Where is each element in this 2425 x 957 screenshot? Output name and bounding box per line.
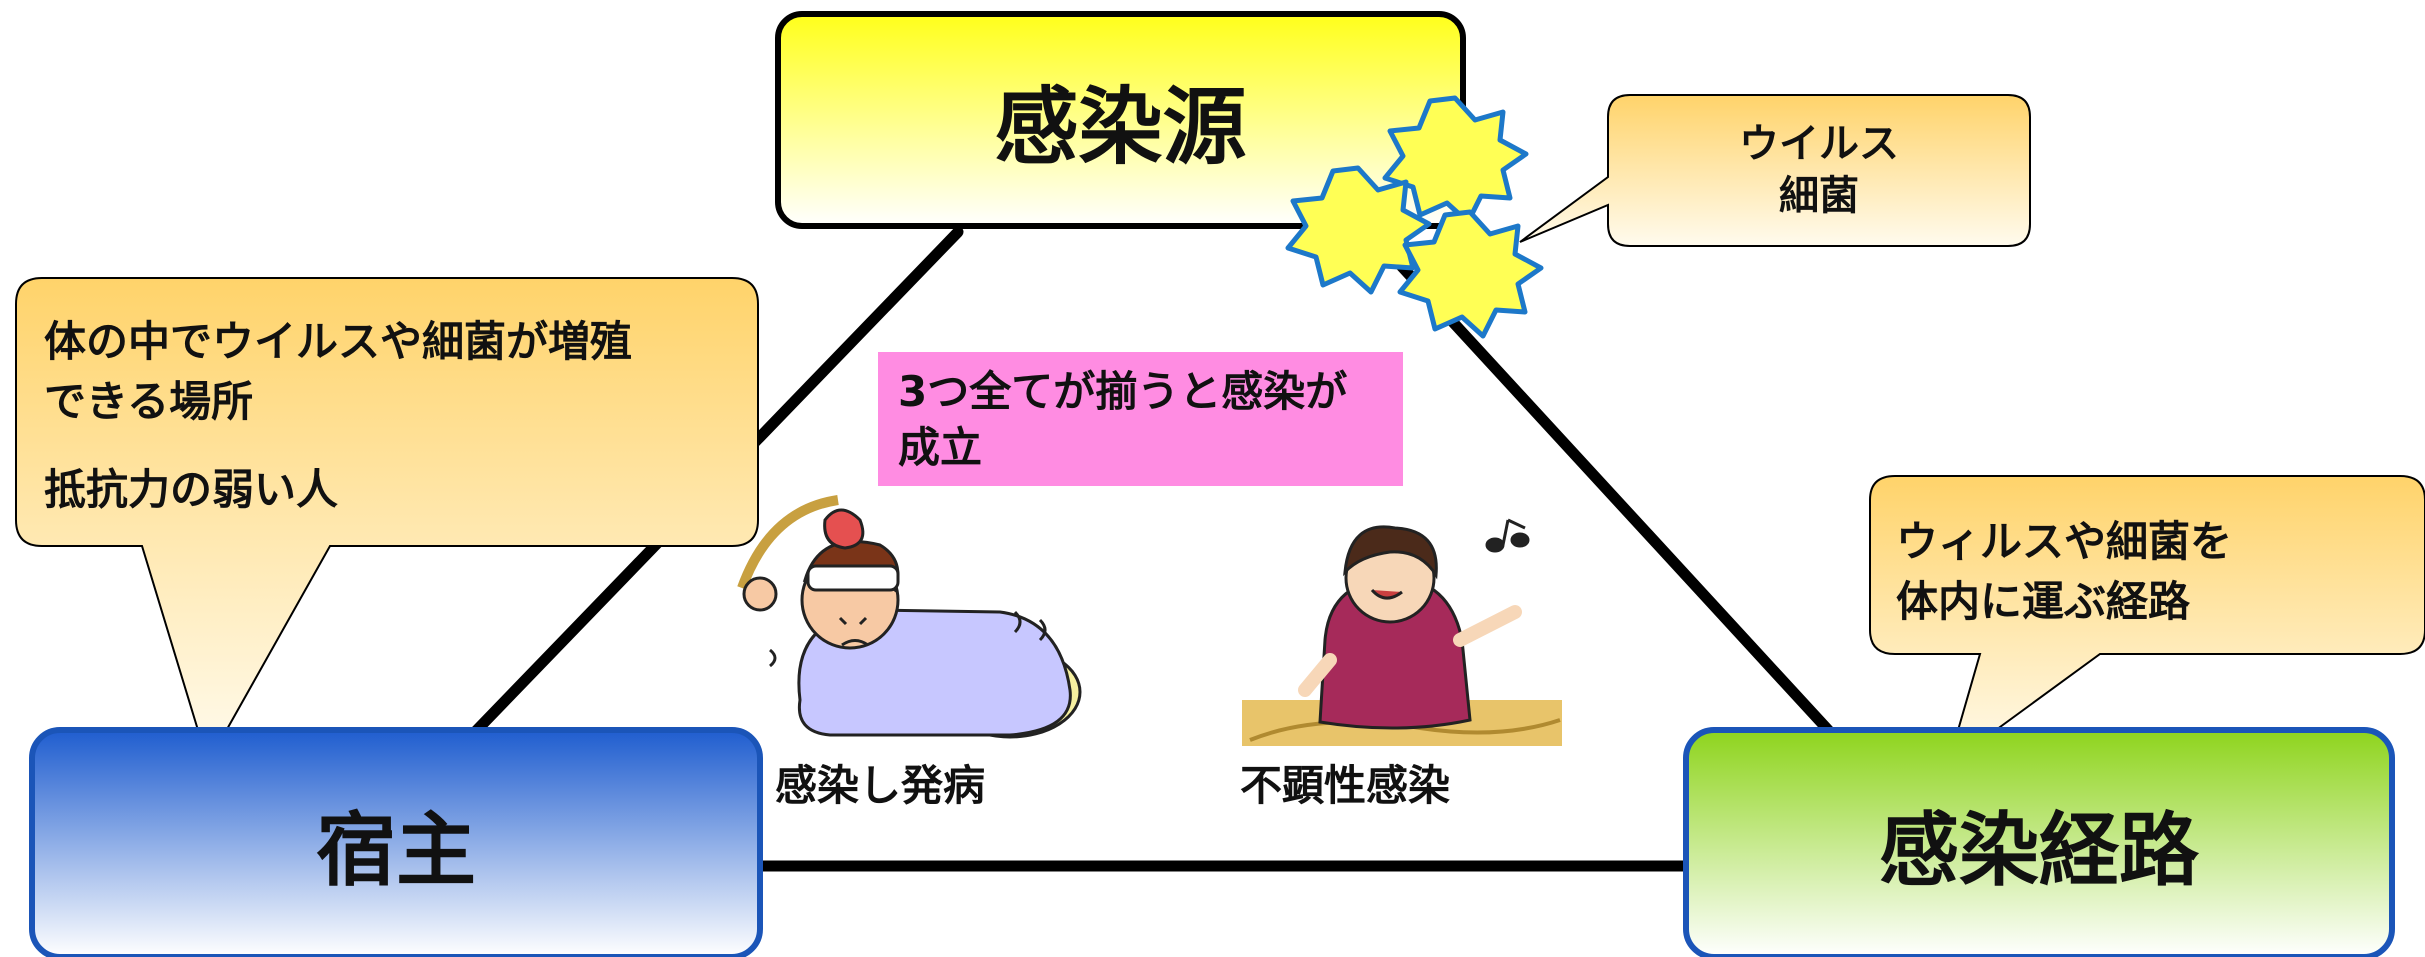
healthy-person-icon [1242, 525, 1562, 746]
host-box [29, 727, 763, 957]
source-label: 感染源 [994, 77, 1247, 176]
host-callout-bubble [15, 277, 759, 766]
source-callout-text: ウイルス 細菌 [1739, 121, 1899, 219]
center-note-text: 3つ全てが揃うと感染が 成立 [898, 367, 1348, 472]
host-callout-text-2: 抵抗力の弱い人 [44, 465, 339, 514]
route-label: 感染経路 [1879, 803, 2199, 897]
host-label: 宿主 [316, 803, 476, 897]
route-callout-bubble [1869, 475, 2425, 768]
healthy-caption: 不顕性感染 [1240, 761, 1451, 810]
center-note-bg [878, 352, 1403, 486]
host-callout-text-1: 体の中でウイルスや細菌が増殖 できる場所 [44, 317, 633, 426]
route-callout-text: ウィルスや細菌を 体内に運ぶ経路 [1896, 517, 2233, 626]
music-note-icon [1485, 518, 1530, 553]
source-callout-bubble [1519, 94, 2031, 247]
route-box [1683, 727, 2395, 957]
sick-person-icon [737, 495, 1082, 739]
virus-icon [1285, 95, 1544, 339]
sick-caption: 感染し発病 [775, 761, 986, 810]
